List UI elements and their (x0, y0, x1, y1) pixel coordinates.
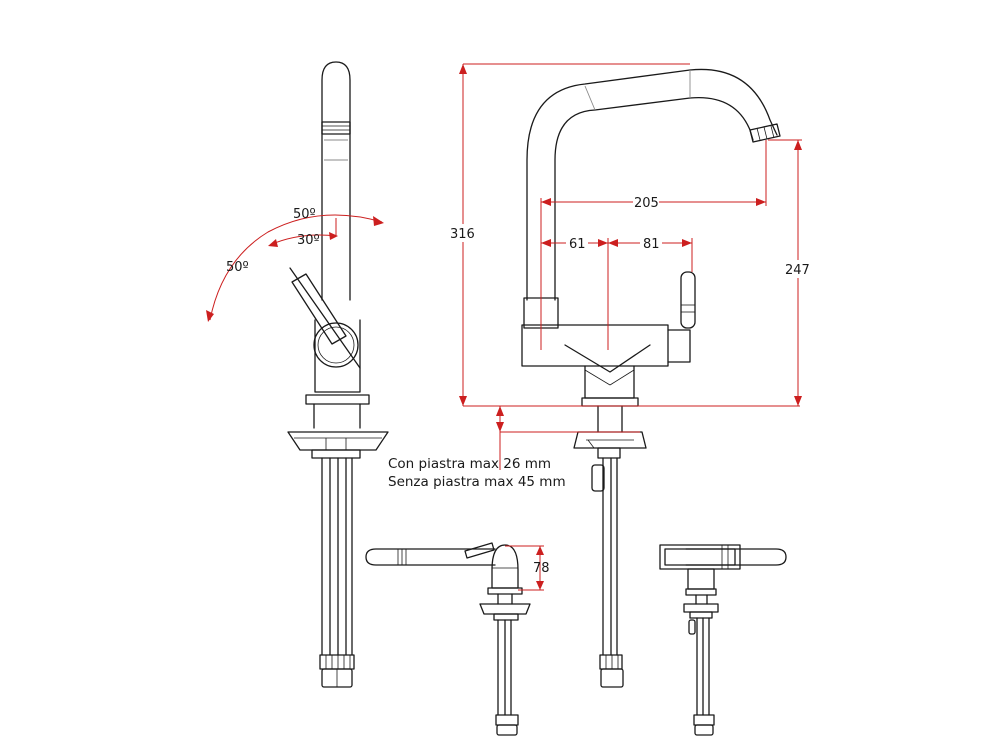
dim-label-spout-height: 247 (785, 263, 810, 278)
dim-label-height-total: 316 (450, 227, 475, 242)
dim-label-body-height: 78 (533, 561, 550, 576)
angle-label-top: 50º (293, 207, 316, 222)
label-bg-81 (640, 235, 662, 251)
lowered-view (365, 542, 544, 736)
dim-label-right-offset: 81 (643, 237, 660, 252)
label-bg-316 (448, 224, 478, 242)
mounting-note-with-plate: Con piastra max 26 mm (388, 456, 551, 472)
dim-label-reach: 205 (634, 196, 659, 211)
label-bg-247 (782, 260, 812, 278)
mounting-note-without-plate: Senza piastra max 45 mm (388, 474, 566, 490)
dim-label-left-offset: 61 (569, 237, 586, 252)
angle-label-left: 50º (226, 260, 249, 275)
angle-label-inner: 30º (297, 233, 320, 248)
folded-view (659, 544, 787, 736)
front-dimensions (459, 63, 802, 470)
label-bg-61 (566, 235, 588, 251)
label-bg-205 (633, 194, 659, 210)
front-view (521, 68, 781, 688)
side-view (287, 61, 389, 688)
rotation-angle-markers (206, 214, 384, 322)
